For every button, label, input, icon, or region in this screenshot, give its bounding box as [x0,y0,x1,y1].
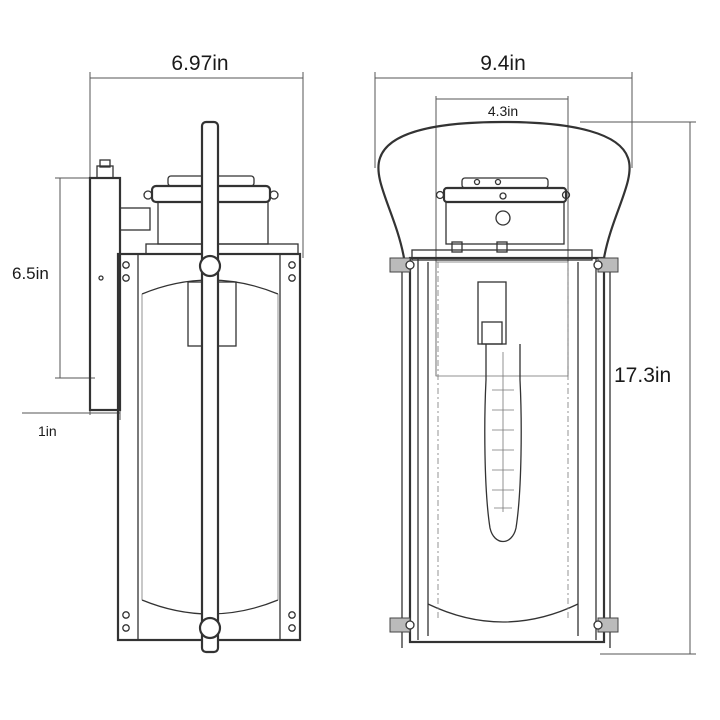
front-bulb-assembly [477,281,522,543]
side-width-dimension: 6.97in [89,52,304,415]
front-clips [389,257,619,633]
backplate-height-label: 6.5in [12,264,49,283]
front-width-dimension: 9.4in [374,52,633,168]
front-top-cap [411,177,593,261]
front-view: 9.4in 4.3in 17.3in [374,52,696,655]
overall-height-label: 17.3in [614,364,671,387]
front-roof [377,120,631,259]
backplate-depth-label: 1in [38,423,57,439]
front-width-label: 9.4in [480,52,526,75]
backplate-height-dimension: 6.5in [12,177,95,379]
top-width-label: 4.3in [488,103,518,119]
front-lantern-body [401,256,611,648]
side-strap [198,120,222,654]
side-width-label: 6.97in [171,52,228,75]
side-backplate [88,159,151,412]
backplate-depth-dimension: 1in [22,178,121,439]
overall-height-dimension: 17.3in [580,121,696,655]
side-view: 6.97in 6.5in 1in [12,52,304,654]
side-top-cap [143,175,299,255]
